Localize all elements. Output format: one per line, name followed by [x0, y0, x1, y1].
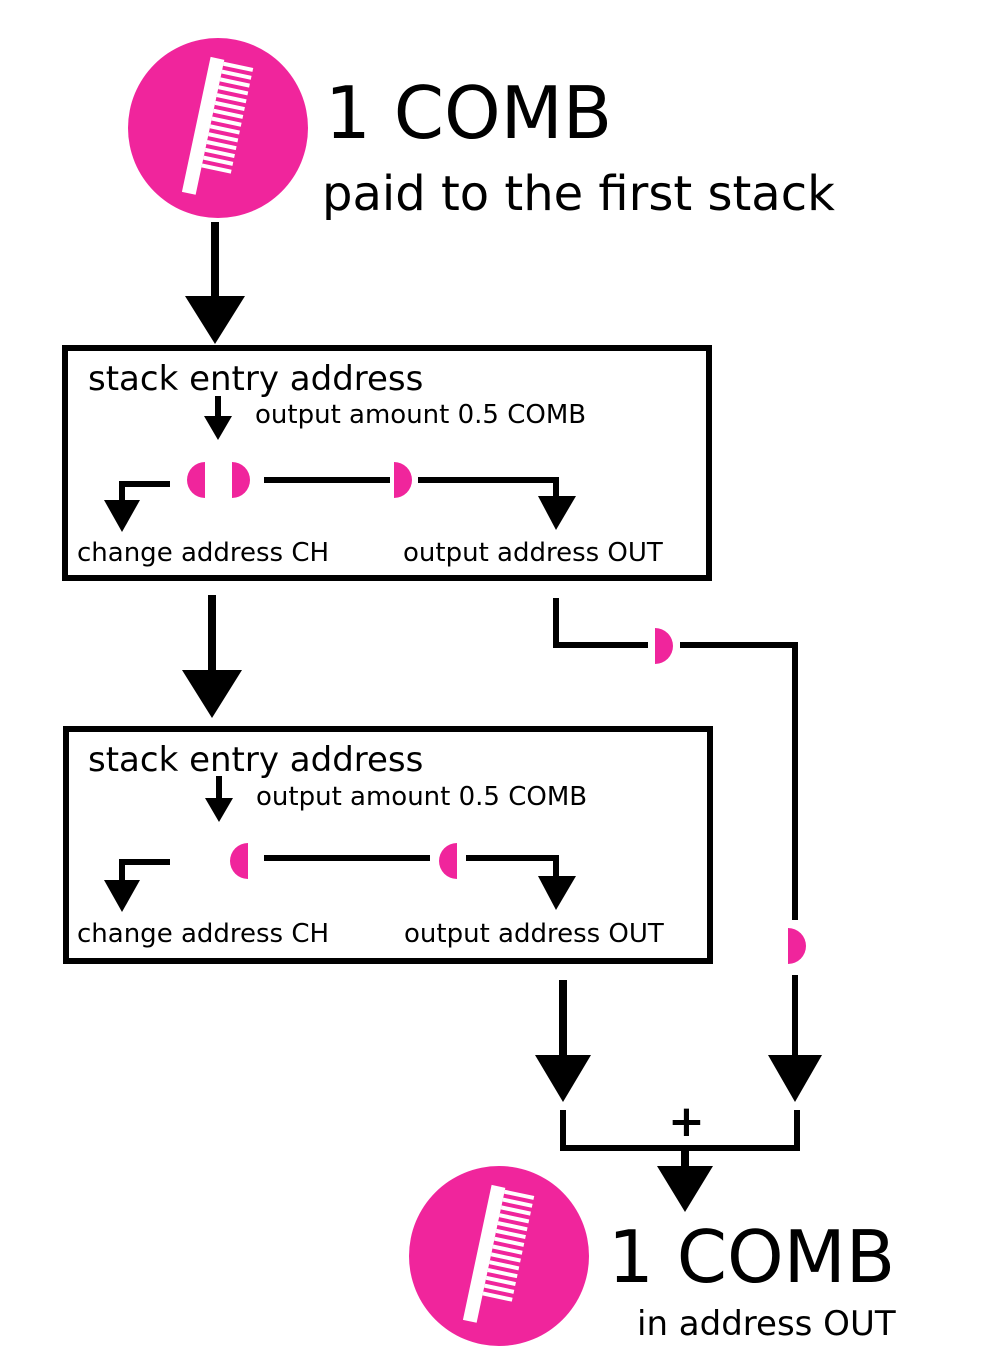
- top-amount: 1 COMB: [325, 71, 612, 155]
- stack-1-output-amount: output amount 0.5 COMB: [255, 400, 586, 430]
- arrow-down-icon: [182, 595, 242, 718]
- bottom-amount: 1 COMB: [608, 1215, 895, 1299]
- arrow-down-icon: [535, 980, 591, 1102]
- top-comb-icon: [128, 38, 308, 218]
- stack-2-output-label: output address OUT: [404, 919, 664, 949]
- arrow-down-icon: [204, 396, 232, 440]
- stack-2-entry-label: stack entry address: [88, 740, 423, 780]
- half-coin-icon: [788, 928, 806, 964]
- stack-1-entry-label: stack entry address: [88, 359, 423, 399]
- top-caption: paid to the first stack: [322, 166, 835, 222]
- half-coin-icon: [655, 628, 673, 664]
- half-coin-icon: [394, 462, 412, 498]
- stack-2-output-amount: output amount 0.5 COMB: [256, 782, 587, 812]
- half-coin-icon: [187, 462, 205, 498]
- half-coin-icon: [230, 843, 248, 879]
- half-coin-icon: [439, 843, 457, 879]
- merge-plus: +: [668, 1096, 705, 1147]
- bottom-caption: in address OUT: [637, 1304, 896, 1344]
- arrow-down-icon: [205, 776, 233, 822]
- arrow-down-icon: [185, 222, 245, 344]
- stack-box-1: stack entry address output amount 0.5 CO…: [62, 345, 712, 581]
- stack-1-output-label: output address OUT: [403, 538, 663, 568]
- stack-box-2: stack entry address output amount 0.5 CO…: [63, 726, 713, 964]
- arrow-down-icon: [657, 1150, 713, 1212]
- bottom-comb-icon: [409, 1166, 589, 1346]
- half-coin-icon: [232, 462, 250, 498]
- stack-1-change-label: change address CH: [77, 538, 329, 568]
- stack-2-change-label: change address CH: [77, 919, 329, 949]
